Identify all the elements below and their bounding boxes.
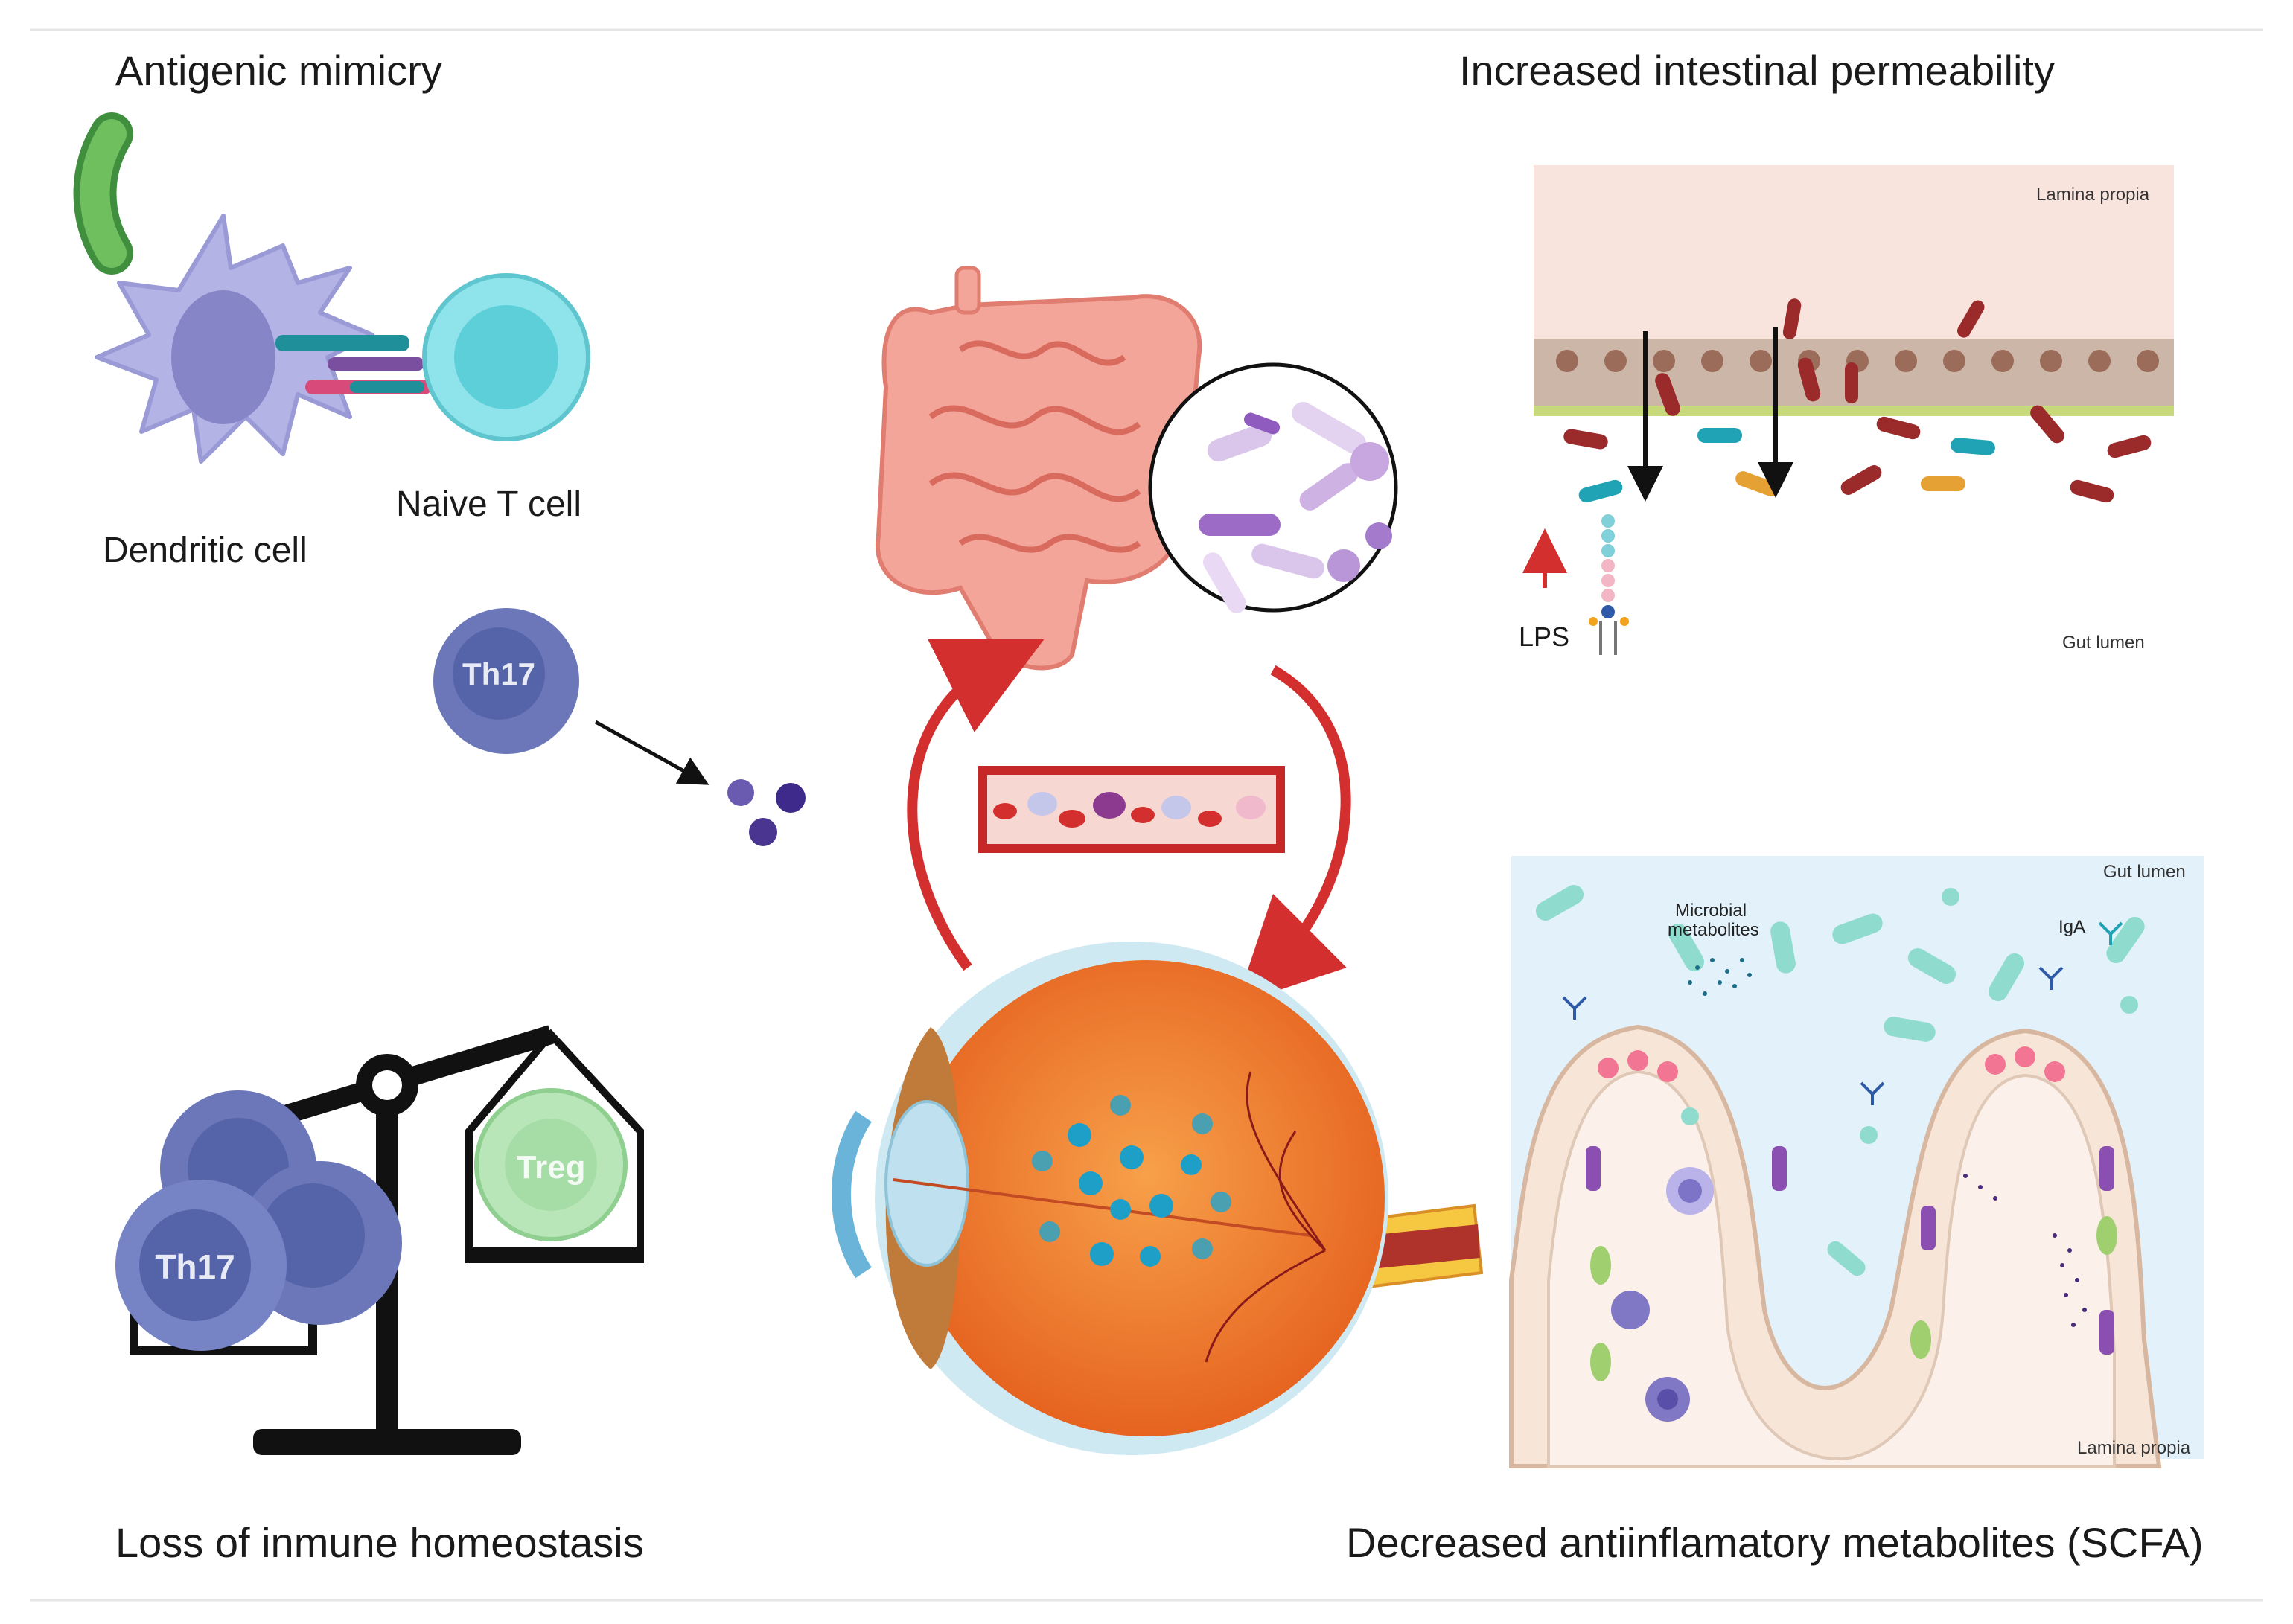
blood-vessel-icon bbox=[978, 766, 1285, 853]
gut-to-eye-arrow bbox=[1236, 665, 1351, 1005]
microbial-metabolites-label-line1: Microbial bbox=[1675, 901, 1747, 921]
metabolites-panel bbox=[1509, 856, 2204, 1468]
iga-label: IgA bbox=[2058, 917, 2086, 937]
eye-immune-cells bbox=[1032, 1095, 1231, 1267]
antigenic-mimicry-title: Antigenic mimicry bbox=[115, 47, 442, 94]
intestinal-permeability-title: Increased intestinal permeability bbox=[1459, 47, 2055, 94]
macrophage-icon bbox=[1611, 1167, 1714, 1422]
th17-cell-cluster: Th17 bbox=[115, 1090, 402, 1351]
intestinal-permeability-panel bbox=[1522, 165, 2174, 671]
treg-cell: Treg bbox=[474, 1088, 628, 1241]
antigenic-mimicry-panel: Th17 bbox=[73, 112, 806, 846]
microbial-metabolite-dots bbox=[1688, 958, 2087, 1327]
gut-lumen-label-top: Gut lumen bbox=[2062, 633, 2145, 653]
th17-cell-small: Th17 bbox=[433, 608, 579, 754]
iga-antibody-icon bbox=[2098, 921, 2123, 945]
cytokines bbox=[727, 779, 806, 846]
treg-cell-text: Treg bbox=[517, 1149, 586, 1186]
lamina-propia-label-bottom: Lamina propia bbox=[2077, 1438, 2191, 1458]
naive-t-cell-label: Naive T cell bbox=[396, 485, 581, 524]
lamina-propia-label-top: Lamina propia bbox=[2036, 185, 2150, 205]
th17-cell-text: Th17 bbox=[462, 656, 535, 691]
th17-cell-large-text: Th17 bbox=[155, 1247, 235, 1286]
cytokine-release-arrow bbox=[594, 720, 709, 785]
dendritic-cell-label: Dendritic cell bbox=[103, 531, 307, 570]
intestine-icon bbox=[875, 266, 1202, 671]
dendritic-cell bbox=[95, 214, 374, 464]
eye-icon bbox=[832, 942, 1484, 1455]
microbiota-zoom-circle bbox=[1148, 362, 1398, 613]
tcr-mhc-complex bbox=[275, 335, 432, 394]
eye-to-gut-arrow bbox=[907, 639, 1045, 971]
lps-molecule-icon bbox=[1589, 514, 1629, 655]
gut-lumen-label-bottom: Gut lumen bbox=[2103, 862, 2186, 882]
epithelium bbox=[1534, 339, 2174, 416]
loss-of-homeostasis-title: Loss of inmune homeostasis bbox=[115, 1519, 644, 1566]
microbial-metabolites-label-line2: metabolites bbox=[1668, 920, 1759, 940]
decreased-metabolites-title: Decreased antiinflamatory metabolites (S… bbox=[1346, 1519, 2204, 1566]
lps-label: LPS bbox=[1519, 621, 1570, 652]
naive-t-cell bbox=[422, 273, 590, 441]
bacterium-icon bbox=[73, 112, 133, 275]
